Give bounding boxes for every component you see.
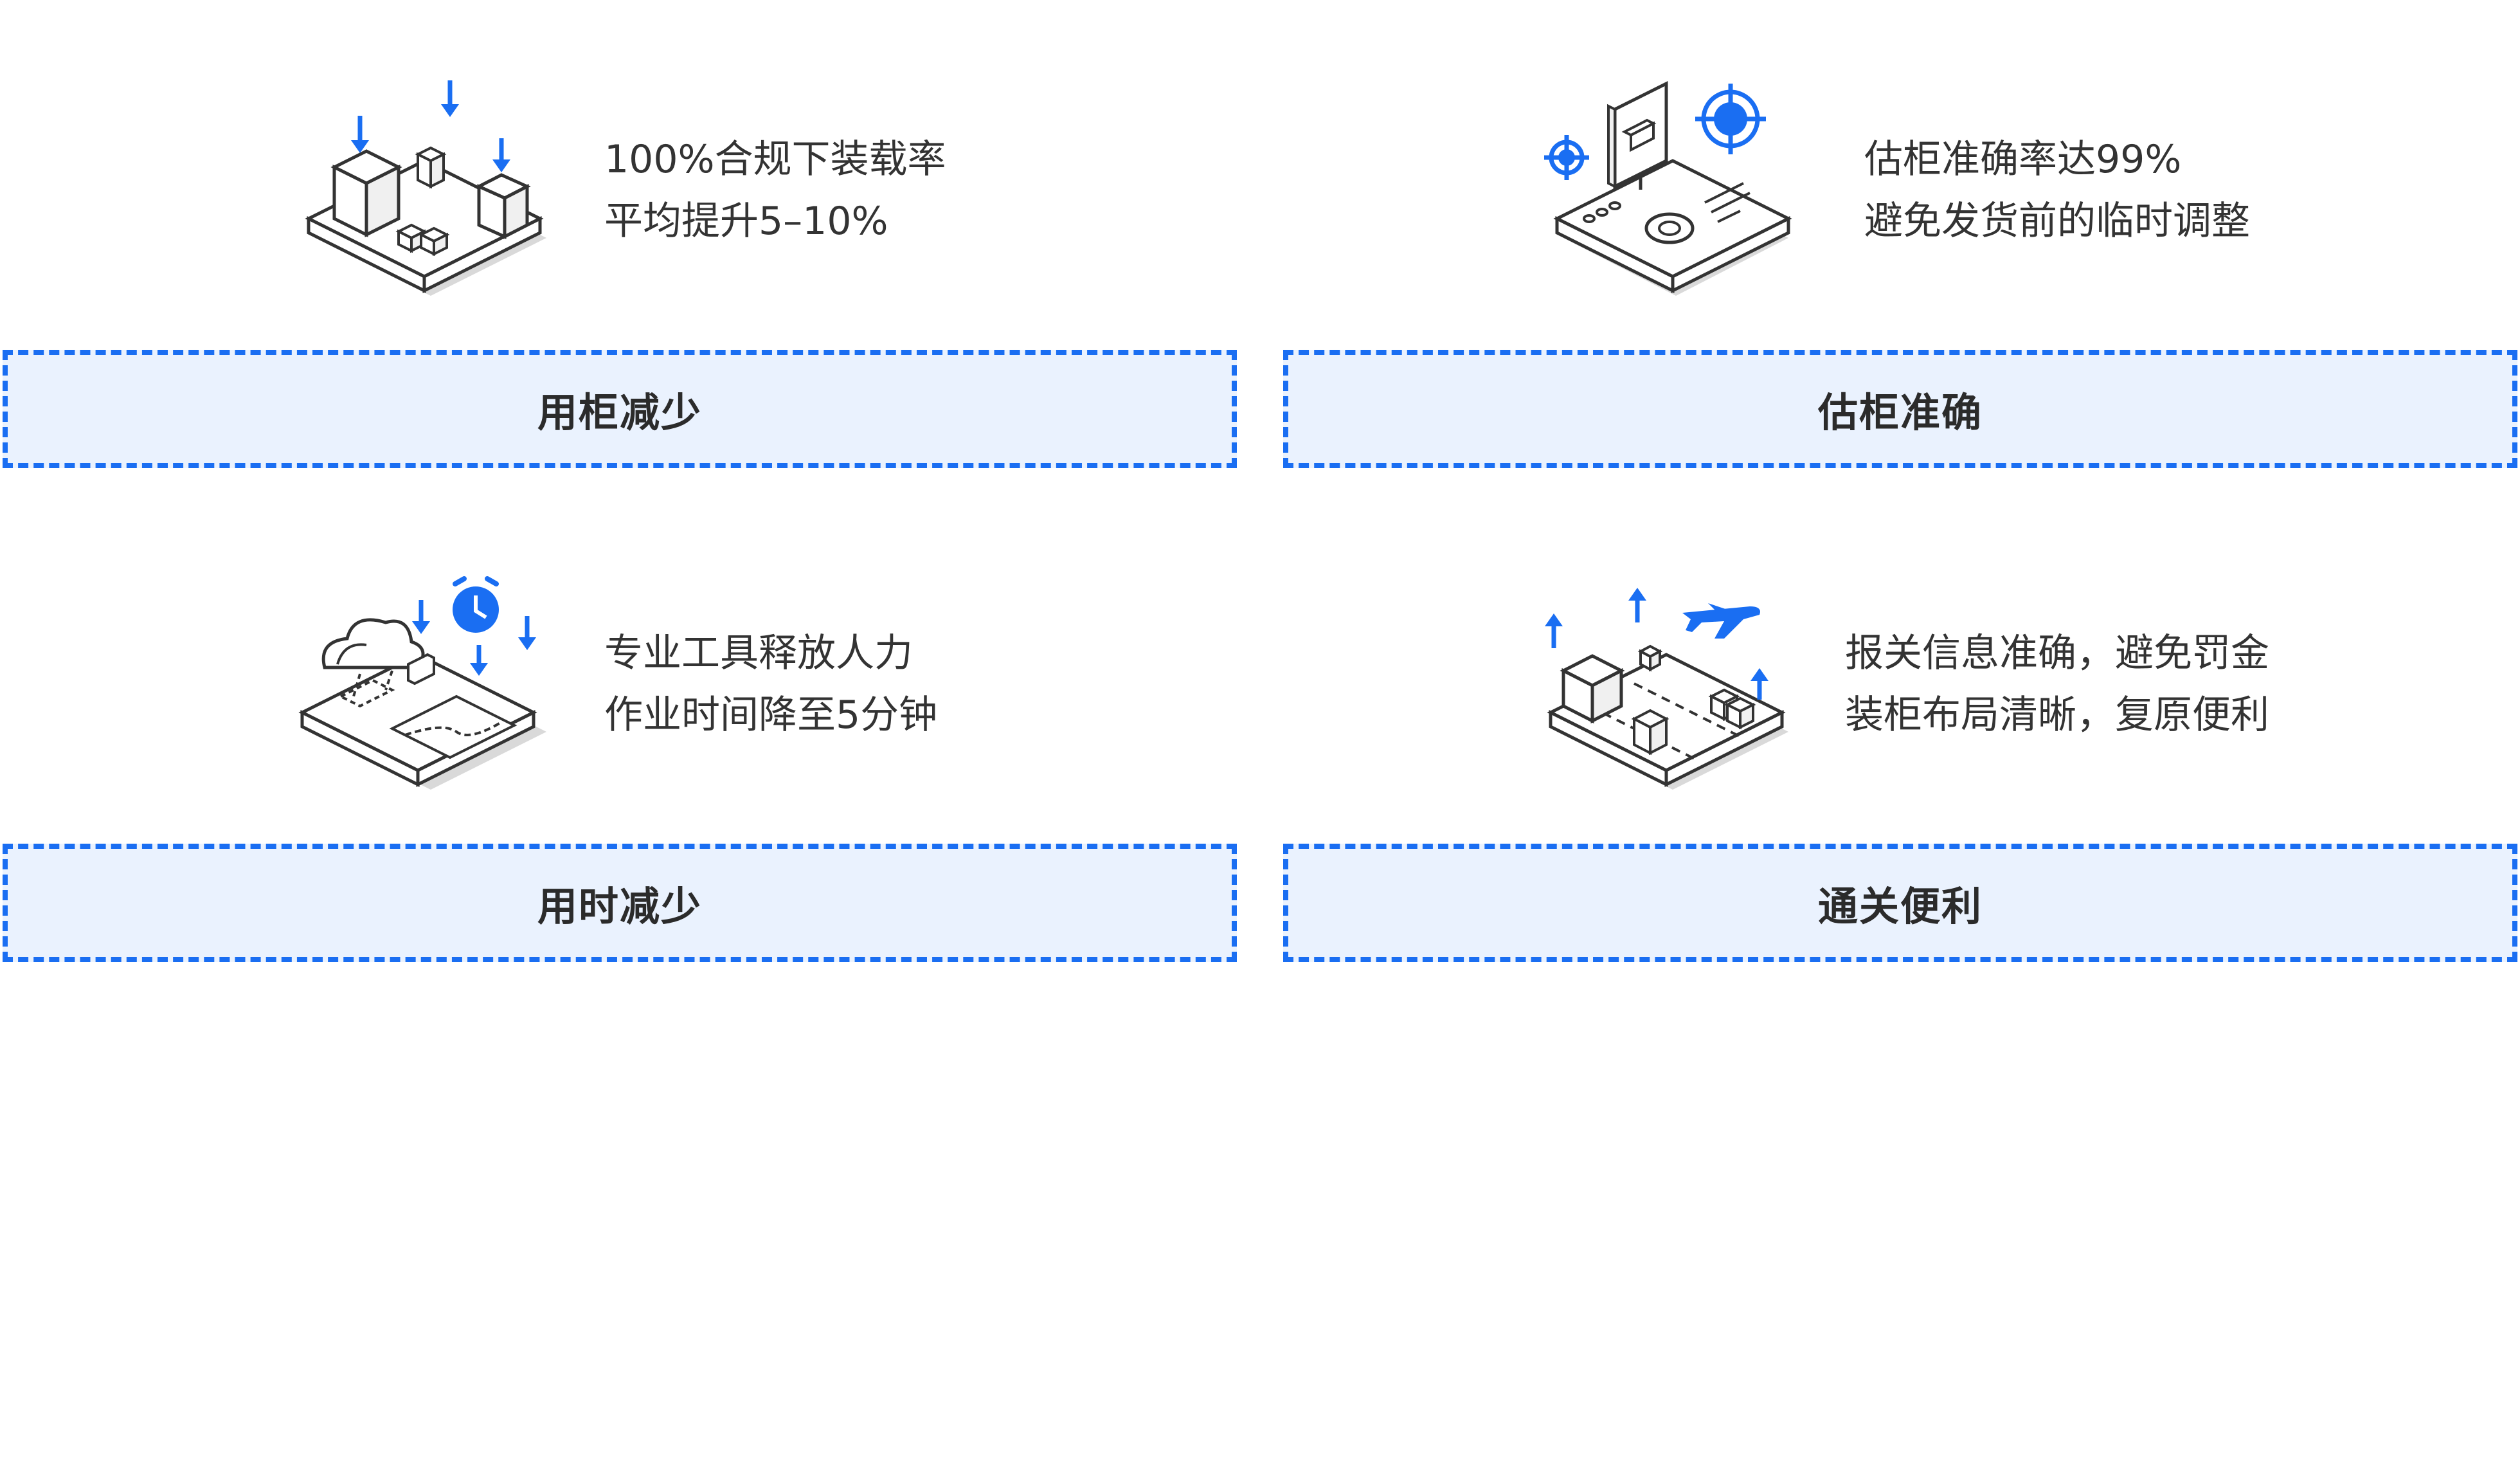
card-description: 专业工具释放人力 作业时间降至5分钟 (604, 622, 937, 746)
feature-card-fewer-containers: 100%合规下装载率 平均提升5–10% 用柜减少 (0, 0, 1237, 967)
card-label: 用柜减少 (537, 389, 702, 436)
feature-card-accurate-estimate: 估柜准确率达99% 避免发货前的临时调整 估柜准确 (1281, 0, 2517, 967)
card-label-box: 用柜减少 (3, 350, 1237, 468)
card-line-2: 避免发货前的临时调整 (1864, 199, 2250, 244)
card-label: 通关便利 (1817, 883, 1983, 930)
card-label-box: 估柜准确 (1283, 350, 2517, 468)
card-description: 100%合规下装载率 平均提升5–10% (604, 129, 946, 252)
cloud-clock-icon (298, 576, 546, 790)
feature-card-less-time: 专业工具释放人力 作业时间降至5分钟 用时减少 (0, 494, 1237, 1461)
feature-card-customs-convenience: 报关信息准确，避免罚金 装柜布局清晰，复原便利 通关便利 (1281, 494, 2517, 1461)
card-label: 用时减少 (537, 883, 702, 930)
card-label: 估柜准确 (1817, 389, 1983, 436)
card-line-1: 专业工具释放人力 (604, 631, 913, 676)
airplane-customs-icon (1545, 588, 1788, 790)
card-description: 估柜准确率达99% 避免发货前的临时调整 (1864, 129, 2250, 252)
card-line-2: 平均提升5–10% (604, 199, 888, 244)
card-line-1: 报关信息准确，避免罚金 (1845, 631, 2269, 676)
card-description: 报关信息准确，避免罚金 装柜布局清晰，复原便利 (1845, 622, 2269, 746)
card-line-2: 作业时间降至5分钟 (604, 693, 938, 738)
monitor-target-icon (1544, 80, 1792, 296)
card-line-1: 估柜准确率达99% (1864, 137, 2182, 182)
card-line-2: 装柜布局清晰，复原便利 (1845, 693, 2269, 738)
container-loading-icon (305, 80, 546, 296)
card-label-box: 通关便利 (1283, 844, 2517, 962)
card-label-box: 用时减少 (3, 844, 1237, 962)
card-line-1: 100%合规下装载率 (604, 137, 946, 182)
